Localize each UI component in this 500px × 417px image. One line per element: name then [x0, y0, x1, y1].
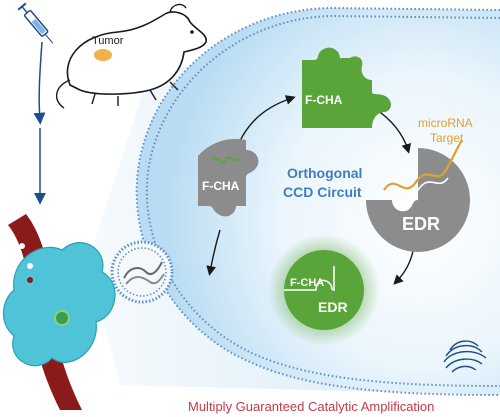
cycle-arrow-left-down: [206, 229, 221, 276]
golgi-icon: [443, 340, 487, 373]
tumor-spot: [94, 49, 112, 61]
figure-caption: Multiply Guaranteed Catalytic Amplificat…: [188, 399, 434, 414]
cell-body: [136, 8, 500, 395]
puzzle-piece-fcha-top: F-CHA: [302, 47, 391, 128]
dna-hairpin-icon: [123, 261, 165, 285]
puzzle-piece-fcha-left: F-CHA: [198, 138, 259, 217]
tumor-label: Tumor: [92, 35, 124, 47]
microrna-strand: [383, 139, 463, 191]
cell-membrane-outer: [135, 6, 500, 396]
injection-arrow: [33, 41, 46, 125]
circuit-label-line1: Orthogonal: [287, 165, 362, 181]
piece-top-label: F-CHA: [305, 93, 343, 107]
combined-fcha-label: F-CHA: [290, 277, 324, 289]
tumor-mass: [2, 242, 116, 367]
piece-right-label: EDR: [402, 214, 440, 234]
liposome-icon: [110, 240, 174, 304]
cell-membrane-inner: [145, 14, 500, 387]
target-label-line2: Target: [430, 131, 464, 145]
circuit-label-line2: CCD Circuit: [283, 184, 362, 200]
combined-edr-label: EDR: [318, 299, 348, 315]
mouse-icon: Tumor: [55, 3, 207, 109]
target-label-line1: microRNA: [418, 116, 473, 130]
combined-puzzle-fcha-edr: F-CHA EDR: [268, 234, 380, 346]
piece-left-label: F-CHA: [202, 179, 240, 193]
syringe-icon: [17, 2, 54, 44]
